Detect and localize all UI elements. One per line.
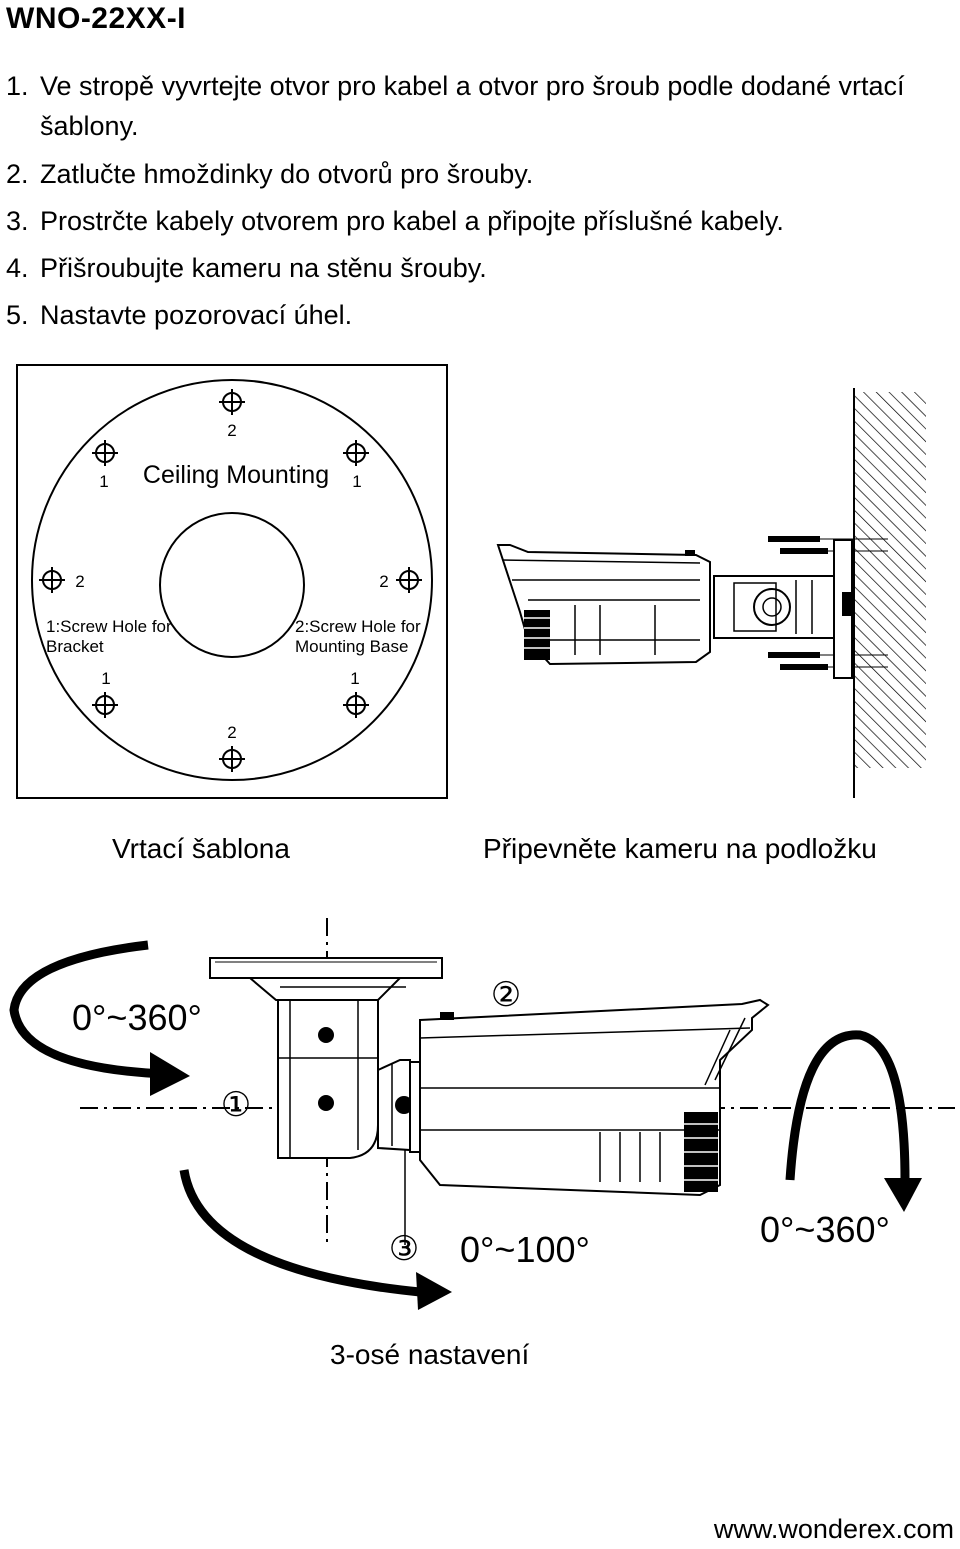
camera-housing	[419, 998, 770, 1197]
hole-label: 1	[101, 669, 110, 688]
step-text: Zatlučte hmoždinky do otvorů pro šrouby.	[40, 159, 534, 189]
installation-steps: 1. Ve stropě vyvrtejte otvor pro kabel a …	[6, 66, 956, 339]
ceiling-plate	[209, 957, 443, 979]
axis-caption: 3-osé nastavení	[330, 1339, 530, 1370]
document-title: WNO-22XX-I	[6, 2, 187, 35]
tilt-arrow	[179, 1169, 421, 1297]
rotate-arrow	[785, 1030, 910, 1181]
axis-marker-2: ②	[491, 976, 521, 1014]
legend-base: Mounting Base	[295, 637, 408, 656]
drill-template: 2 1 1 2 2 1 1 2 Ceiling Mounting 1:Screw…	[16, 364, 448, 799]
hole-label: 1	[99, 472, 108, 491]
pan-range-label: 0°~360°	[72, 997, 202, 1038]
step-text: Přišroubujte kameru na stěnu šrouby.	[40, 253, 487, 283]
joint-screw	[395, 1096, 413, 1114]
cable-hole-circle	[159, 512, 305, 658]
step-number: 3.	[6, 206, 29, 236]
mount-caption: Připevněte kameru na podložku	[483, 833, 877, 864]
hole-label: 1	[352, 472, 361, 491]
hole-label: 2	[379, 572, 388, 591]
step-1: 1. Ve stropě vyvrtejte otvor pro kabel a …	[6, 66, 956, 151]
bracket-screw	[318, 1095, 334, 1111]
step-number: 5.	[6, 300, 29, 330]
pan-arrow-head	[150, 1052, 190, 1096]
axis-adjustment-illustration: 0°~360° 0°~100° 0°~360° ① ② ③	[9, 918, 955, 1310]
step-2: 2. Zatlučte hmoždinky do otvorů pro šroub…	[6, 151, 956, 198]
step-text: Ve stropě vyvrtejte otvor pro kabel a ot…	[40, 71, 905, 141]
bracket-body	[277, 999, 379, 1159]
screw-icon	[768, 652, 888, 658]
bracket-neck	[247, 977, 403, 1001]
axis-marker-1: ①	[221, 1086, 251, 1124]
tilt-arrow-head	[416, 1272, 452, 1310]
pan-arrow	[9, 940, 167, 1079]
template-outer-circle	[31, 379, 433, 781]
step-number: 2.	[6, 159, 29, 189]
step-text: Prostrčte kabely otvorem pro kabel a při…	[40, 206, 784, 236]
legend-bracket: Bracket	[46, 637, 104, 656]
hole-label: 1	[350, 669, 359, 688]
legend-bracket: 1:Screw Hole for	[46, 617, 172, 636]
step-4: 4. Přišroubujte kameru na stěnu šrouby.	[6, 245, 956, 292]
axis-marker-3: ③	[389, 1230, 419, 1268]
hole-label: 2	[227, 723, 236, 742]
tilt-range-label: 0°~100°	[460, 1229, 590, 1270]
step-number: 4.	[6, 253, 29, 283]
footer-url: www.wonderex.com	[713, 1514, 954, 1544]
wall-mount-illustration	[496, 388, 926, 798]
rotate-arrow-head	[884, 1178, 922, 1212]
step-5: 5. Nastavte pozorovací úhel.	[6, 292, 956, 339]
hole-label: 2	[227, 421, 236, 440]
step-number: 1.	[6, 71, 29, 101]
template-caption: Vrtací šablona	[112, 833, 290, 864]
step-3: 3. Prostrčte kabely otvorem pro kabel a p…	[6, 198, 956, 245]
rotate-range-label: 0°~360°	[760, 1209, 890, 1250]
template-title: Ceiling Mounting	[143, 461, 329, 489]
step-text: Nastavte pozorovací úhel.	[40, 300, 353, 330]
bracket-joint	[762, 597, 782, 617]
wall-hatch	[854, 392, 926, 768]
bracket-joint	[753, 588, 791, 626]
hole-label: 2	[75, 572, 84, 591]
bracket-screw	[318, 1027, 334, 1043]
screw-icon	[768, 536, 888, 542]
legend-base: 2:Screw Hole for	[295, 617, 421, 636]
mounting-base	[842, 592, 852, 616]
template-frame	[16, 364, 448, 799]
